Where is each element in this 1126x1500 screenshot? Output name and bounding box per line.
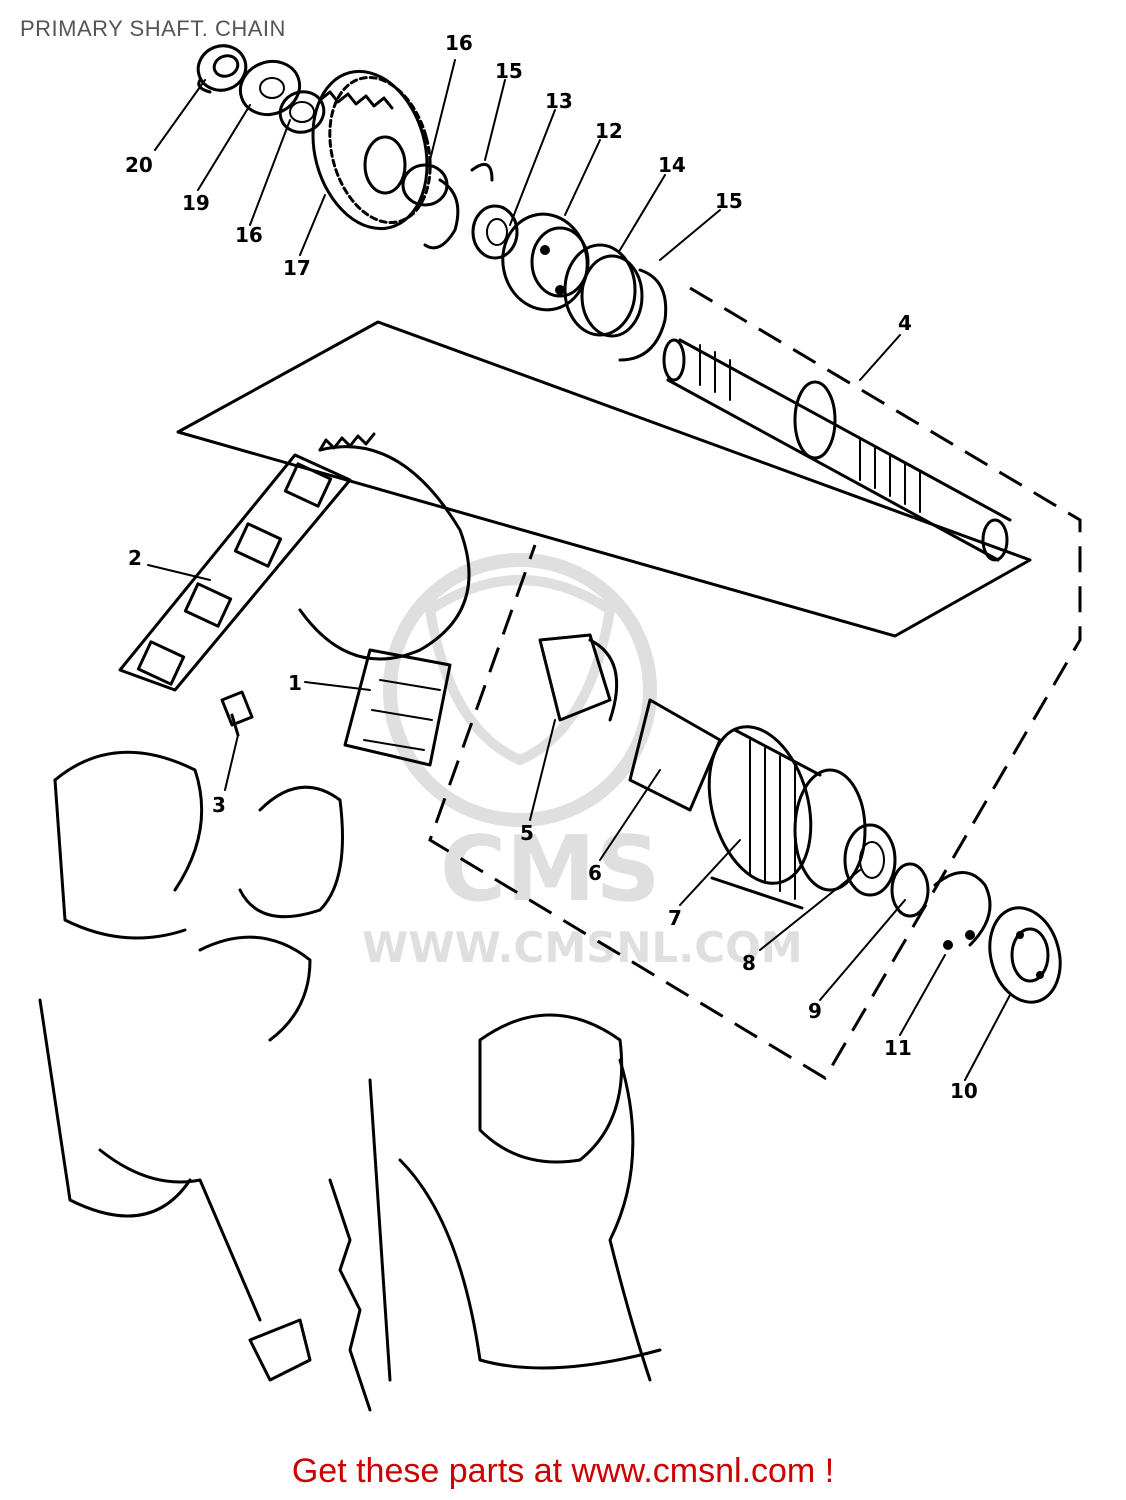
callout-1: 1 bbox=[288, 671, 302, 695]
callout-labels: 20 19 16 17 16 15 13 12 14 15 4 2 1 3 5 … bbox=[125, 31, 978, 1103]
callout-14: 14 bbox=[658, 153, 686, 177]
callout-6: 6 bbox=[588, 861, 602, 885]
callout-7: 7 bbox=[668, 906, 682, 930]
callout-2: 2 bbox=[128, 546, 142, 570]
callout-12: 12 bbox=[595, 119, 623, 143]
part-3-bolt bbox=[220, 690, 254, 737]
part-14-circlip bbox=[563, 243, 644, 338]
callout-16: 16 bbox=[445, 31, 473, 55]
part-8-spacer bbox=[843, 823, 897, 897]
callout-11: 11 bbox=[884, 1036, 912, 1060]
callout-13: 13 bbox=[545, 89, 573, 113]
callout-10: 10 bbox=[950, 1079, 978, 1103]
part-9-washer bbox=[890, 862, 930, 918]
shaft-group-outline bbox=[428, 286, 1082, 1081]
part-12-bearing bbox=[501, 212, 590, 312]
part-5-damper bbox=[538, 633, 619, 722]
part-10-bearing bbox=[988, 906, 1062, 1004]
callout-5: 5 bbox=[520, 821, 534, 845]
page-title: PRIMARY SHAFT. CHAIN bbox=[20, 16, 286, 41]
watermark-logo: CMS bbox=[440, 817, 660, 922]
part-18-washer bbox=[278, 90, 326, 134]
chain-group-outline bbox=[176, 320, 1032, 638]
part-16-circlip bbox=[401, 163, 460, 250]
part-19-lock-washer bbox=[238, 60, 302, 116]
part-13-collar bbox=[471, 204, 519, 260]
callout-3: 3 bbox=[212, 793, 226, 817]
part-20-bearing bbox=[196, 44, 248, 94]
exploded-parts-diagram: CMS WWW.CMSNL.COM bbox=[38, 31, 1082, 1412]
part-4-primary-shaft bbox=[662, 338, 1012, 562]
footer-link-text[interactable]: Get these parts at www.cmsnl.com ! bbox=[291, 1452, 835, 1490]
callout-17: 17 bbox=[283, 256, 311, 280]
crankcase-outline bbox=[38, 750, 662, 1412]
callout-15: 15 bbox=[715, 189, 743, 213]
part-17-gear bbox=[311, 69, 432, 231]
part-7-drum bbox=[707, 725, 867, 910]
callout-4: 4 bbox=[898, 311, 912, 335]
callout-8: 8 bbox=[742, 951, 756, 975]
leader-lines bbox=[147, 59, 1011, 1081]
part-2-chain-guide bbox=[118, 453, 352, 692]
callout-20: 20 bbox=[125, 153, 153, 177]
callout-9: 9 bbox=[808, 999, 822, 1023]
part-11-circlip bbox=[933, 871, 992, 950]
cms-watermark: CMS WWW.CMSNL.COM bbox=[362, 553, 803, 972]
part-1-primary-chain bbox=[343, 648, 452, 767]
callout-15-top: 15 bbox=[495, 59, 523, 83]
crankshaft-sprocket bbox=[298, 432, 471, 661]
callout-16-washer: 16 bbox=[235, 223, 263, 247]
callout-19: 19 bbox=[182, 191, 210, 215]
part-15-circlip bbox=[618, 268, 668, 362]
part-15-clip-top bbox=[470, 162, 494, 182]
part-6-coupling bbox=[628, 698, 722, 812]
